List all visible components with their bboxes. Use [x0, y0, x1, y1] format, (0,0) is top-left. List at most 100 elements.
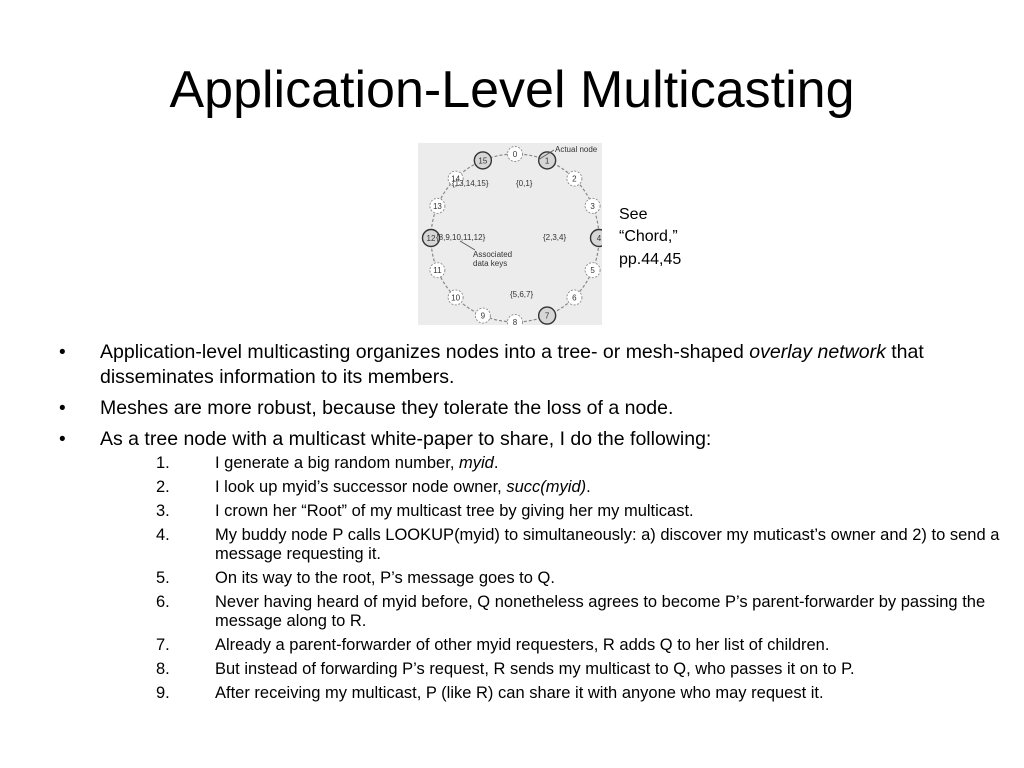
bullet-emphasis: overlay network [749, 341, 886, 363]
node-circle [566, 289, 583, 306]
step-item: 2. I look up myid’s successor node owner,… [100, 478, 1015, 497]
ring-node: 11 [429, 262, 446, 279]
node-id-label: 10 [451, 293, 460, 302]
node-circle [473, 151, 493, 170]
node-circle [584, 197, 601, 214]
node-id-label: 4 [597, 234, 602, 243]
ring-node: 0 [507, 146, 523, 162]
bullet-item: • As a tree node with a multicast white-… [56, 427, 999, 703]
node-id-label: 6 [572, 293, 577, 302]
associated-label-line2: data keys [473, 259, 507, 268]
see-note-line: pp.44,45 [619, 250, 682, 268]
key-set-label: {5,6,7} [510, 290, 533, 299]
step-item: 6.Never having heard of myid before, Q n… [100, 593, 1015, 631]
ring-node: 2 [566, 170, 583, 187]
key-set-label: {13,14,15} [452, 179, 489, 188]
step-item: 3. I crown her “Root” of my multicast tre… [100, 502, 1015, 521]
node-circle [566, 170, 583, 187]
node-id-label: 1 [545, 156, 550, 165]
steps-list: 1.I generate a big random number, myid. … [100, 454, 999, 703]
step-number: 3. [156, 502, 170, 520]
bullet-text: Application-level multicasting organizes… [100, 341, 750, 363]
node-id-label: 12 [427, 234, 436, 243]
step-item: 4. My buddy node P calls LOOKUP(myid) to … [100, 526, 1015, 564]
step-number: 8. [156, 660, 170, 678]
step-text: I crown her “Root” of my multicast tree … [215, 502, 694, 520]
actual-node: 12 [421, 228, 441, 248]
bullet-text: that disseminates information to its mem… [100, 341, 924, 388]
step-number: 4. [156, 526, 170, 544]
actual-node: 15 [473, 151, 493, 170]
actual-node-pointer [537, 149, 555, 161]
node-id-label: 8 [513, 318, 518, 325]
step-text: My buddy node P calls LOOKUP(myid) to si… [215, 526, 1000, 563]
step-text: On its way to the root, P’s message goes… [215, 569, 555, 587]
step-text: I look up myid’s successor node owner, [215, 478, 507, 496]
actual-node: 1 [537, 151, 557, 170]
slide-title: Application-Level Multicasting [169, 61, 855, 119]
key-set-label: {0,1} [516, 179, 533, 188]
node-id-label: 14 [451, 175, 460, 184]
ring-node: 3 [584, 197, 601, 214]
node-circle [447, 289, 464, 306]
ring-node: 13 [429, 197, 446, 214]
key-set-label: {2,3,4} [543, 233, 566, 242]
node-circle [589, 228, 602, 248]
node-circle [507, 146, 523, 162]
node-id-label: 13 [433, 202, 442, 211]
ring-node: 6 [566, 289, 583, 306]
node-id-label: 3 [590, 202, 595, 211]
step-number: 1. [156, 454, 170, 472]
node-circle [537, 306, 557, 325]
step-text: After receiving my multicast, P (like R)… [215, 684, 824, 702]
step-emphasis: succ(myid) [506, 478, 587, 496]
node-circle [537, 151, 557, 170]
key-set-label: {8,9,10,11,12} [436, 233, 486, 242]
node-circle [507, 314, 523, 325]
bullet-text: Meshes are more robust, because they tol… [100, 397, 674, 419]
step-text: . [586, 478, 591, 496]
step-item: 9. After receiving my multicast, P (like … [100, 684, 1015, 703]
see-note-line: “Chord,” [619, 228, 678, 246]
node-circle [429, 262, 446, 279]
step-text: I generate a big random number, [215, 454, 459, 472]
node-id-label: 15 [478, 156, 487, 165]
ring-node: 10 [447, 289, 464, 306]
chord-reference-note: See “Chord,” pp.44,45 [619, 204, 681, 271]
step-text: Already a parent-forwarder of other myid… [215, 636, 830, 654]
step-number: 2. [156, 478, 170, 496]
node-circle [584, 262, 601, 279]
step-item: 5. On its way to the root, P’s message go… [100, 569, 1015, 588]
step-number: 6. [156, 593, 170, 611]
step-number: 9. [156, 684, 170, 702]
step-item: 8.But instead of forwarding P’s request,… [100, 660, 1015, 679]
bullet-item: • Meshes are more robust, because they t… [56, 396, 976, 421]
associated-label-line1: Associated [473, 250, 512, 259]
node-id-label: 2 [572, 175, 577, 184]
bullet-item: • Application-level multicasting organiz… [56, 340, 976, 390]
actual-node-label: Actual node [555, 145, 598, 154]
step-number: 7. [156, 636, 170, 654]
step-number: 5. [156, 569, 170, 587]
node-id-label: 5 [590, 266, 595, 275]
ring-node: 5 [584, 262, 601, 279]
node-circle [474, 307, 491, 324]
see-note-line: See [619, 206, 648, 223]
associated-keys-pointer [459, 240, 476, 251]
bullet-dot: • [59, 342, 66, 363]
actual-node: 4 [589, 228, 602, 248]
node-id-label: 7 [545, 312, 550, 321]
ring-node: 9 [474, 307, 491, 324]
bullet-dot: • [59, 398, 66, 419]
node-circle [421, 228, 441, 248]
bullet-dot: • [59, 429, 66, 450]
node-circle [447, 170, 464, 187]
ring-node: 14 [447, 170, 464, 187]
node-id-label: 9 [481, 312, 486, 321]
node-circle [429, 197, 446, 214]
step-item: 7. Already a parent-forwarder of other my… [100, 636, 1015, 655]
bullet-list: • Application-level multicasting organiz… [56, 340, 999, 709]
ring-node: 8 [507, 314, 523, 325]
step-item: 1.I generate a big random number, myid. [100, 454, 1015, 473]
actual-node: 7 [537, 306, 557, 325]
